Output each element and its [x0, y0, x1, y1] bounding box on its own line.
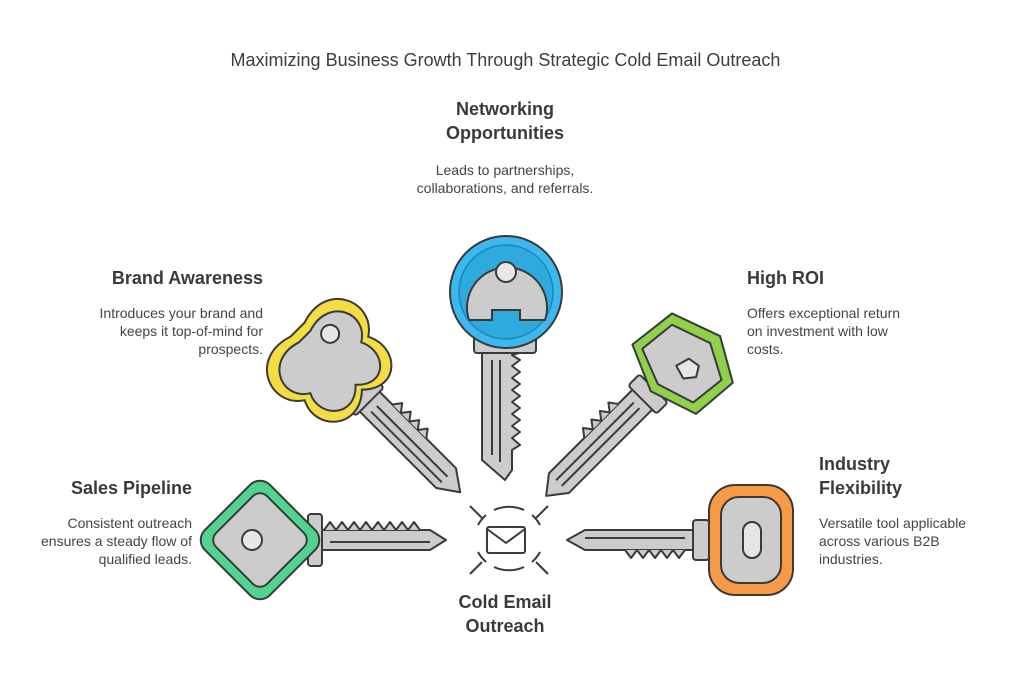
high-roi-description: Offers exceptional return on investment …	[747, 305, 901, 357]
sales-pipeline-heading: Sales Pipeline	[70, 478, 192, 498]
high-roi-heading: High ROI	[747, 268, 824, 288]
industry-flexibility-description: Versatile tool applicable across various…	[819, 515, 967, 567]
sales-pipeline-key-icon	[199, 479, 447, 601]
industry-flexibility-key-icon	[566, 484, 794, 596]
networking-heading: Networking Opportunities	[446, 99, 564, 143]
envelope-icon	[469, 505, 549, 575]
industry-flexibility-heading: Industry Flexibility	[819, 454, 903, 498]
page-title: Maximizing Business Growth Through Strat…	[230, 50, 781, 70]
brand-awareness-description: Introduces your brand and keeps it top-o…	[99, 305, 263, 357]
sales-pipeline-description: Consistent outreach ensures a steady flo…	[41, 515, 192, 567]
networking-key-icon	[449, 235, 563, 481]
center-label: Cold Email Outreach	[458, 592, 552, 636]
networking-description: Leads to partnerships, collaborations, a…	[416, 162, 594, 196]
brand-awareness-heading: Brand Awareness	[111, 268, 263, 288]
high-roi-key-icon	[545, 312, 734, 497]
brand-awareness-key-icon	[266, 298, 462, 494]
